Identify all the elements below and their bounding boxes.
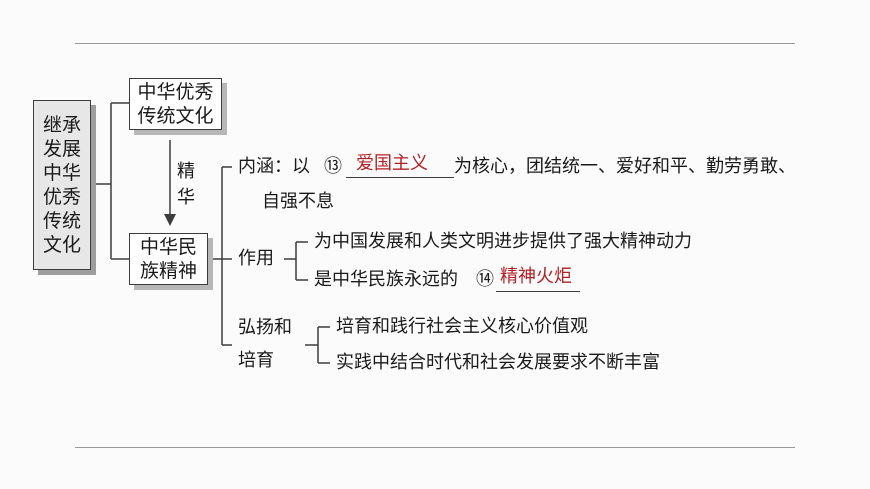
root-node: 继承 发展 中华 优秀 传统 文化 bbox=[33, 100, 91, 270]
promote-item-2: 实践中结合时代和社会发展要求不断丰富 bbox=[336, 352, 660, 373]
root-line-5: 传统 bbox=[42, 210, 81, 232]
arrow-label-2: 华 bbox=[177, 187, 195, 208]
root-line-1: 继承 bbox=[42, 114, 81, 136]
connotation-answer-underline bbox=[346, 177, 454, 178]
promote-item-1: 培育和践行社会主义核心价值观 bbox=[336, 316, 588, 337]
connotation-line2: 自强不息 bbox=[262, 191, 334, 212]
role-item-2-answer-underline bbox=[496, 291, 580, 292]
bottom-rule bbox=[75, 447, 795, 448]
arrow-label-1: 精 bbox=[177, 161, 195, 182]
role-item-2-answer: 精神火炬 bbox=[500, 266, 572, 287]
connotation-prefix: 内涵：以 bbox=[238, 156, 310, 177]
root-line-3: 中华 bbox=[42, 162, 81, 184]
role-label: 作用 bbox=[238, 248, 274, 269]
spirit-node: 中华民 族精神 bbox=[129, 233, 208, 285]
top-rule bbox=[75, 43, 795, 44]
promote-label-2: 培育 bbox=[238, 350, 274, 371]
connotation-number: ⑬ bbox=[324, 156, 342, 177]
promote-label-1: 弘扬和 bbox=[238, 317, 292, 338]
role-item-1: 为中国发展和人类文明进步提供了强大精神动力 bbox=[314, 231, 692, 252]
spirit-line-2: 族精神 bbox=[139, 260, 197, 282]
spirit-line-1: 中华民 bbox=[139, 236, 197, 258]
culture-line-2: 传统文化 bbox=[137, 105, 214, 127]
root-line-6: 文化 bbox=[42, 234, 81, 256]
connotation-rest: 为核心，团结统一、爱好和平、勤劳勇敢、 bbox=[454, 156, 796, 177]
culture-line-1: 中华优秀 bbox=[137, 81, 214, 103]
culture-node: 中华优秀 传统文化 bbox=[129, 78, 222, 130]
role-item-2-prefix: 是中华民族永远的 bbox=[314, 269, 458, 290]
role-item-2-number: ⑭ bbox=[476, 269, 494, 290]
connotation-answer: 爱国主义 bbox=[356, 153, 428, 174]
root-line-4: 优秀 bbox=[42, 186, 81, 208]
root-line-2: 发展 bbox=[42, 138, 81, 160]
